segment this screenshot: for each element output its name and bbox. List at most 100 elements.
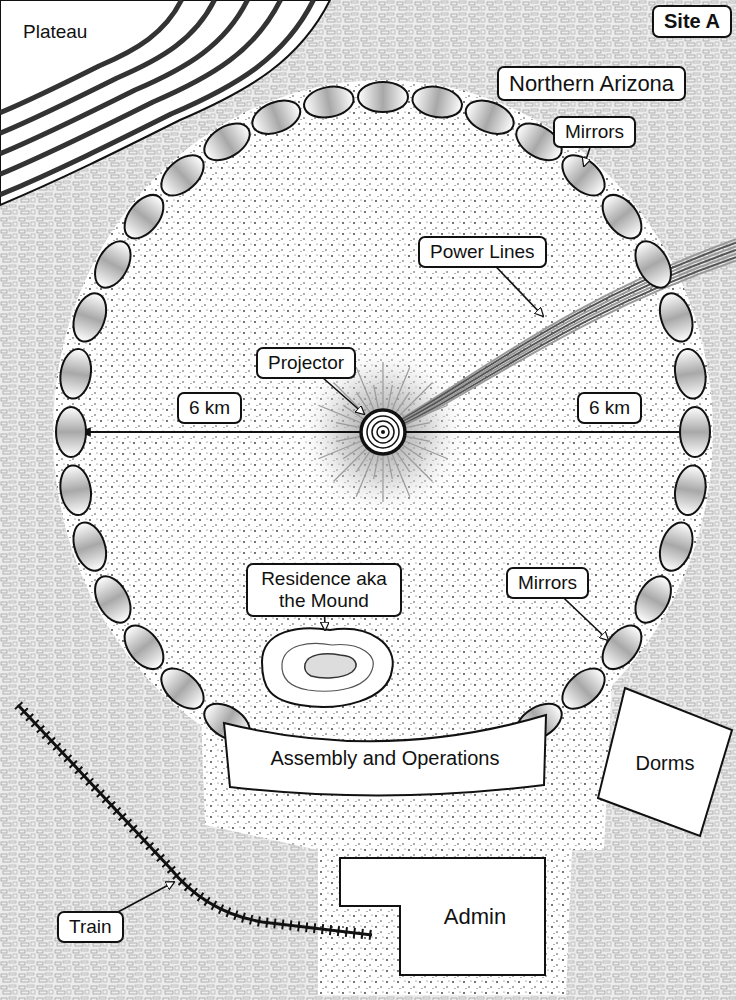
mirror	[68, 289, 112, 346]
leader-lines	[90, 132, 608, 927]
projector-ray	[382, 362, 383, 408]
projector-ray	[318, 441, 360, 459]
map-text: Site A	[664, 10, 720, 33]
mirror-ring	[56, 82, 710, 770]
projector-ray	[374, 456, 379, 480]
projector-ring	[367, 416, 399, 448]
building-outline-path	[598, 688, 732, 836]
projector-ring	[381, 430, 385, 434]
mound-contour	[305, 654, 356, 678]
mirror	[461, 94, 518, 140]
power-line	[383, 261, 736, 435]
power-line	[383, 257, 736, 434]
map-text: Assembly and Operations	[270, 747, 499, 770]
map-text: 6 km	[189, 397, 230, 419]
mirror	[654, 289, 698, 346]
projector-ray	[336, 423, 360, 428]
plateau-shape	[0, 0, 330, 205]
mirror	[301, 83, 356, 122]
mirror	[671, 347, 709, 401]
mirror	[88, 570, 138, 628]
mirror	[117, 618, 171, 676]
building-shape: Admin	[338, 856, 548, 978]
projector-ray	[374, 385, 379, 409]
map-text: Mirrors	[565, 121, 624, 143]
projector-ray	[388, 385, 393, 409]
mirror	[57, 463, 95, 517]
projector-ring	[377, 426, 389, 438]
building-band: Assembly and Operations	[222, 713, 548, 797]
mirror	[198, 116, 256, 168]
plateau-stripe	[0, 0, 314, 195]
site-title-box: Site A	[652, 5, 732, 38]
projector-ray	[356, 367, 374, 409]
building-outline-path	[340, 858, 545, 975]
map-text: Northern Arizona	[509, 71, 674, 96]
mirror	[555, 148, 612, 204]
building-outline	[338, 856, 548, 978]
map-text: Residence aka the Mound	[258, 568, 390, 612]
plateau-stripe	[0, 0, 182, 113]
map-text: 6 km	[589, 397, 630, 419]
site-ground	[200, 680, 612, 995]
callout-box: Residence aka the Mound	[246, 563, 402, 617]
mirror	[628, 570, 678, 628]
callout-box: Train	[57, 911, 124, 943]
mirror	[248, 94, 305, 140]
projector-ray	[403, 445, 423, 458]
map-text: Admin	[444, 904, 506, 929]
projector-symbol	[361, 410, 405, 454]
map-text: Train	[69, 916, 112, 938]
region-box: Northern Arizona	[497, 66, 686, 101]
projector-ray	[392, 454, 410, 496]
map-text: Mirrors	[518, 572, 577, 594]
projector-ray	[343, 405, 363, 418]
building-outline-path	[224, 715, 546, 796]
mirror	[595, 188, 649, 246]
mirror	[654, 518, 698, 575]
projector-ray	[356, 452, 369, 472]
mirror	[680, 407, 710, 457]
callout-box: Mirrors	[506, 567, 589, 599]
projector-ray	[392, 367, 410, 409]
map-text: Plateau	[23, 21, 87, 43]
projector-ray	[407, 437, 431, 442]
mirror	[117, 188, 171, 246]
power-lines	[383, 239, 736, 435]
projector-ring	[372, 421, 394, 443]
plateau-outline	[0, 0, 330, 205]
map-text: Dorms	[636, 752, 695, 775]
mirror	[154, 148, 211, 204]
mound-contour	[282, 643, 373, 691]
map-text: Power Lines	[430, 241, 535, 263]
mound-outline	[262, 628, 393, 707]
projector-ray	[318, 405, 360, 423]
mound-shape	[262, 628, 393, 707]
mirror	[628, 235, 678, 293]
projector-ray	[356, 454, 374, 496]
projector-ray	[382, 456, 383, 502]
projector-ray	[388, 456, 393, 480]
site-ground	[53, 80, 713, 784]
building-shape: Dorms	[596, 686, 734, 840]
mirror	[595, 618, 649, 676]
projector-ray	[336, 437, 360, 442]
mirror	[88, 235, 138, 293]
dimension-label: 6 km	[577, 392, 642, 424]
mirror	[410, 83, 465, 122]
plateau-stripe	[0, 0, 281, 174]
dimension-label: 6 km	[177, 392, 242, 424]
mirror	[57, 347, 95, 401]
mirror	[358, 82, 408, 112]
callout-box: Mirrors	[553, 116, 636, 148]
projector-ray	[396, 392, 409, 412]
mirror	[671, 463, 709, 517]
mirror	[68, 518, 112, 575]
mirror	[56, 407, 86, 457]
plateau-label: Plateau	[19, 20, 91, 44]
map-text: Projector	[268, 352, 344, 374]
